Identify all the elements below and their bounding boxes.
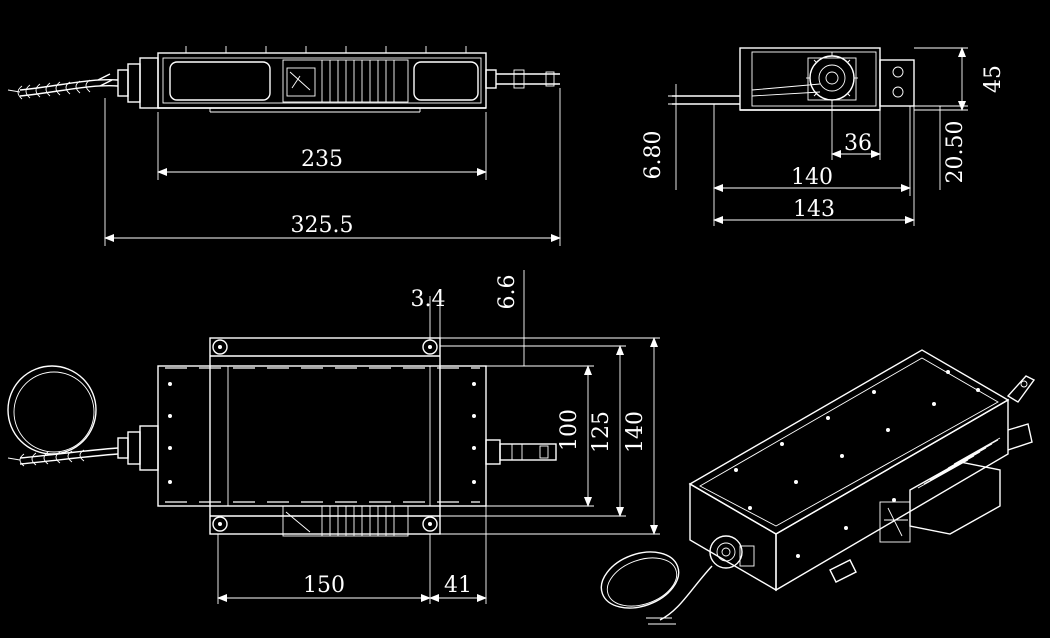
top-mount-holes <box>212 339 438 532</box>
iso-front-connector <box>709 535 743 569</box>
dim-150-label: 150 <box>303 573 345 598</box>
iso-fiber-coil <box>600 551 680 609</box>
side-fins <box>321 60 395 102</box>
dim-143-label: 143 <box>793 197 835 222</box>
dim-6-6-label: 6.6 <box>495 275 520 310</box>
side-pocket-right <box>413 61 479 101</box>
side-top-ticks <box>185 46 467 53</box>
dim-140-end-label: 140 <box>791 165 833 190</box>
dim-6-80-label: 6.80 <box>641 131 666 180</box>
dim-235-label: 235 <box>301 147 343 172</box>
side-pocket-left <box>169 61 271 101</box>
dim-100-label: 100 <box>557 409 582 451</box>
end-view: 45 20.50 6.80 36 140 143 <box>641 47 1006 226</box>
side-view: 235 325.5 <box>7 46 561 246</box>
end-mount-ear <box>879 59 915 107</box>
dim-140-top-label: 140 <box>623 411 648 453</box>
top-mount-plate <box>209 337 441 535</box>
dim-20-50-label: 20.50 <box>943 121 968 184</box>
dim-41-label: 41 <box>444 573 472 598</box>
side-fiber-cable <box>19 78 119 97</box>
dim-125-label: 125 <box>589 411 614 453</box>
dim-36-label: 36 <box>844 131 872 156</box>
iso-side-face <box>775 398 1009 592</box>
top-screw-dots <box>168 382 476 484</box>
isometric-view <box>600 349 1036 625</box>
dim-3-4-label: 3.4 <box>411 287 446 312</box>
dim-325-5-label: 325.5 <box>291 213 354 238</box>
dim-45-label: 45 <box>981 65 1006 93</box>
top-view: 3.4 6.6 100 125 140 150 41 <box>7 270 660 604</box>
